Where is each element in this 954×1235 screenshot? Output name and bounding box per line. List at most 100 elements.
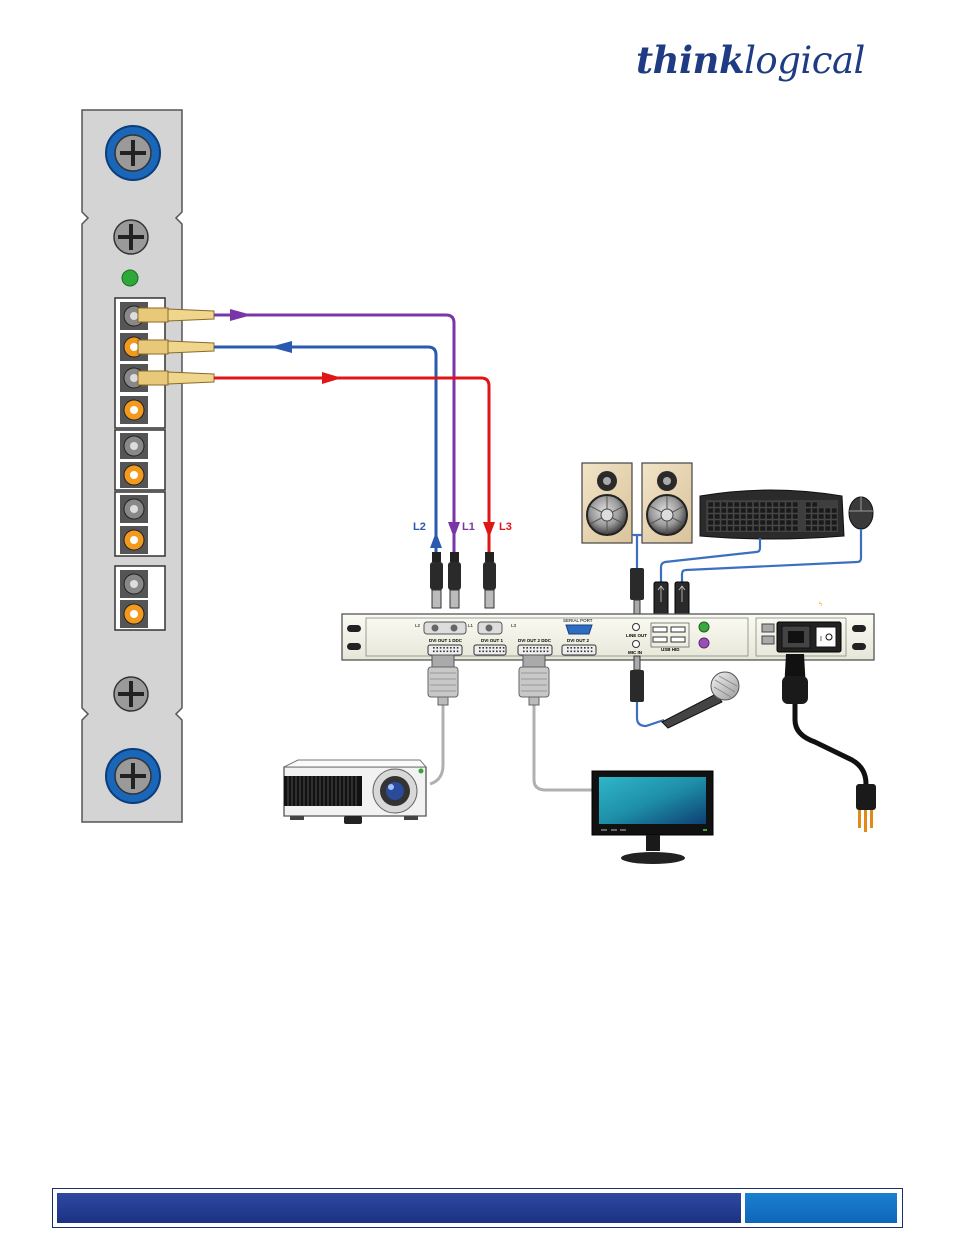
keyboard-key <box>746 513 753 520</box>
keyboard-key <box>727 513 734 520</box>
dvi-pin <box>450 650 452 653</box>
fiber-cable-l2 <box>214 345 438 552</box>
video-cable-monitor <box>532 705 592 792</box>
speaker-left <box>581 462 633 544</box>
fiber-port[interactable] <box>120 396 148 424</box>
fiber-cable-l1 <box>214 313 456 552</box>
dvi-plug-1 <box>427 654 459 706</box>
line-out-plug <box>630 568 644 615</box>
keyboard-key <box>772 519 779 526</box>
keyboard-key <box>727 501 734 508</box>
keyboard-key <box>772 525 779 532</box>
keyboard-key <box>811 501 818 508</box>
keyboard-key <box>733 513 740 520</box>
screw-lower <box>113 676 149 712</box>
thumbscrew-top[interactable] <box>105 125 161 181</box>
power-switch-off-mark <box>825 633 833 641</box>
dvi-pin <box>489 650 491 653</box>
fiber-port[interactable] <box>120 600 148 628</box>
keyboard-key <box>720 501 727 508</box>
keyboard-key <box>818 525 825 532</box>
keyboard-key <box>824 519 831 526</box>
keyboard-key <box>824 507 831 514</box>
dvi-pin <box>450 647 452 649</box>
keyboard-key <box>811 507 818 514</box>
keyboard-key <box>811 513 818 520</box>
keyboard-key <box>707 519 714 526</box>
dvi-pin <box>584 650 586 653</box>
direction-arrow-l2-up <box>430 532 442 548</box>
dvi-pin <box>436 647 438 649</box>
fiber-label-l1: L1 <box>462 521 475 533</box>
dvi-pin <box>536 647 539 649</box>
dvi-pin <box>496 647 498 649</box>
usb-port[interactable] <box>652 636 668 643</box>
usb-port[interactable] <box>652 626 668 633</box>
fiber-port[interactable] <box>120 462 148 488</box>
keyboard-key <box>805 507 812 514</box>
lc-connector-l2 <box>137 339 215 355</box>
dvi-pin <box>523 650 525 653</box>
mic-in-jack[interactable] <box>632 640 640 648</box>
usb-hid-label: USB HID <box>661 647 680 652</box>
microphone <box>661 671 740 729</box>
usb-plug-keyboard <box>653 581 669 617</box>
fiber-port[interactable] <box>120 433 148 459</box>
line-out-jack[interactable] <box>632 623 640 631</box>
dvi-out-2-label: DVI OUT 2 <box>567 638 590 643</box>
keyboard-key <box>824 525 831 532</box>
keyboard-key <box>707 507 714 514</box>
usb-port[interactable] <box>670 626 686 633</box>
keyboard-key <box>818 519 825 526</box>
receiver-rear-panel: L2 L1 L3 DVI OUT 1 DDC DVI OUT 1 DVI OUT… <box>341 613 875 661</box>
keyboard-key <box>831 513 838 520</box>
usb-port[interactable] <box>670 636 686 643</box>
ps2-mouse-port[interactable] <box>698 621 710 633</box>
keyboard-key <box>818 513 825 520</box>
direction-arrow-l2 <box>270 341 292 353</box>
thumbscrew-bottom[interactable] <box>105 748 161 804</box>
keyboard-key <box>720 507 727 514</box>
keyboard-key <box>720 525 727 532</box>
keyboard-key <box>772 507 779 514</box>
dvi-out-1-port[interactable] <box>473 644 507 656</box>
dvi-pin <box>439 647 442 649</box>
fiber-label-l3: L3 <box>499 521 512 533</box>
usb-cables <box>659 529 863 582</box>
keyboard-key <box>792 507 799 514</box>
page-footer <box>52 1188 903 1228</box>
serial-port[interactable] <box>565 624 593 635</box>
keyboard-key <box>759 507 766 514</box>
fiber-label-l2: L2 <box>413 521 426 533</box>
keyboard-key <box>792 525 799 532</box>
ps2-keyboard-port[interactable] <box>698 637 710 649</box>
keyboard-key <box>753 507 760 514</box>
fiber-port[interactable] <box>120 570 148 598</box>
dvi-out-2-ddc-label: DVI OUT 2 DDC <box>518 638 552 643</box>
logo-light-part: logical <box>744 39 865 82</box>
direction-arrow-l1 <box>230 309 252 321</box>
power-switch-on-mark: I <box>820 636 822 643</box>
fiber-port[interactable] <box>120 495 148 523</box>
line-out-label: LINE OUT <box>626 633 647 638</box>
dvi-pin <box>546 647 549 649</box>
status-led <box>121 269 139 287</box>
dvi-pin <box>587 647 589 649</box>
keyboard-key <box>753 525 760 532</box>
dvi-pin <box>543 650 545 653</box>
keyboard-key <box>733 507 740 514</box>
dvi-out-2-port[interactable] <box>561 644 597 656</box>
dvi-pin <box>439 650 442 653</box>
dvi-pin <box>533 650 535 653</box>
keyboard-key <box>792 519 799 526</box>
dvi-out-2-ddc-port[interactable] <box>517 644 553 656</box>
footer-bar <box>57 1193 741 1223</box>
keyboard-key <box>740 513 747 520</box>
dvi-out-1-ddc-port[interactable] <box>427 644 463 656</box>
fiber-port[interactable] <box>120 526 148 554</box>
dvi-pin <box>540 647 542 649</box>
keyboard-key <box>733 519 740 526</box>
dvi-pin <box>433 647 435 649</box>
dvi-out-1-ddc-label: DVI OUT 1 DDC <box>429 638 463 643</box>
